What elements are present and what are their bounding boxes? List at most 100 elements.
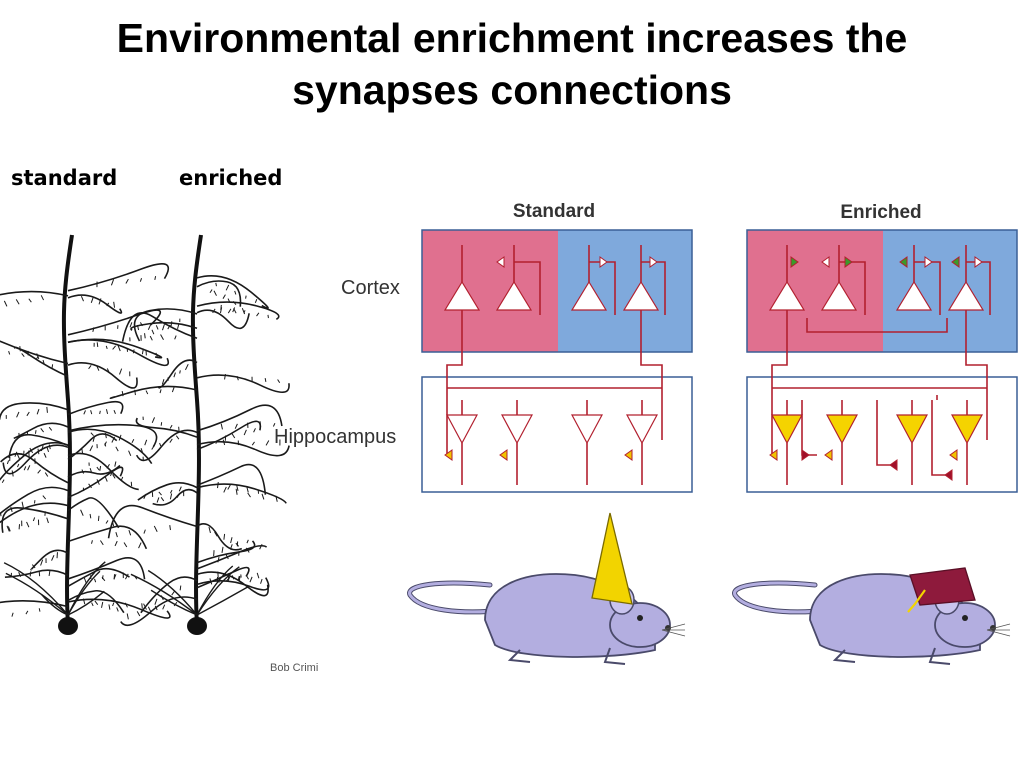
dendritic-spine (169, 489, 173, 494)
hippocampal-cell (770, 414, 804, 445)
dendrite-branch (67, 339, 170, 367)
dendritic-spine (96, 342, 99, 348)
dendritic-spine (143, 493, 147, 500)
enriched-heading: Enriched (840, 202, 921, 223)
dendritic-spine (89, 513, 92, 519)
dendritic-spine (104, 476, 108, 482)
dendritic-spine (119, 368, 123, 375)
dendrite-branch (67, 466, 124, 499)
dendrite-branch (196, 463, 267, 495)
dendrite-branch (67, 598, 171, 619)
dendrite-branch (0, 340, 69, 365)
dendritic-spine (233, 308, 237, 314)
slide-title-line-1: Environmental enrichment increases the (116, 15, 908, 61)
dendrite-branch (67, 423, 158, 448)
mouse-tail-fill (408, 581, 507, 614)
dendritic-spine (234, 423, 238, 429)
dendrite-branch (67, 464, 121, 478)
dendritic-spine (177, 323, 180, 330)
basal-dendrite (196, 585, 250, 616)
dendrite-branch (196, 274, 269, 309)
mouse-whisker (986, 629, 1011, 637)
mouse-leg (507, 649, 531, 663)
dendritic-spine (8, 350, 11, 355)
standard-mouse-illustration (407, 512, 686, 665)
dendritic-spine (173, 372, 176, 378)
dendritic-spine (116, 607, 119, 612)
cortical-synapse-new (951, 256, 960, 268)
slide-title: Environmental enrichment increases the s… (0, 12, 1024, 116)
dendritic-spine (124, 602, 128, 608)
dendritic-spine (115, 446, 119, 452)
dendritic-spine (28, 298, 32, 303)
dendrite-branch (196, 280, 242, 307)
basal-dendrite (150, 589, 198, 616)
dendritic-spine (123, 542, 128, 548)
dendritic-spine (7, 526, 11, 532)
dendritic-spine (247, 492, 251, 498)
dendritic-spine (112, 474, 116, 479)
dendrite-branch (67, 400, 124, 416)
dendritic-spine (155, 352, 158, 357)
dendritic-spine (114, 461, 117, 467)
dendrite-branch (4, 569, 69, 578)
mouse-leg (603, 647, 626, 665)
dendrite-branch (121, 311, 198, 342)
dendrite-branch (133, 308, 198, 342)
dendritic-spine (179, 585, 182, 591)
dendritic-spine (113, 574, 117, 580)
neuron-soma (58, 617, 78, 635)
pyramidal-cell (820, 280, 858, 311)
dendritic-spine (88, 483, 92, 489)
standard-neuron-label: standard (11, 166, 118, 190)
dendritic-spine (36, 353, 40, 360)
graduation-cap-tassel (907, 589, 926, 613)
dendrite-branch (67, 452, 139, 491)
hippocampus-label: Hippocampus (274, 426, 396, 448)
dendrite-branch (67, 362, 138, 389)
dendritic-spine (101, 575, 104, 580)
dendrite-branch (196, 309, 250, 330)
dendritic-spine (230, 537, 233, 544)
dendritic-spine (44, 472, 49, 477)
hippocampal-synapse (624, 449, 633, 461)
dendritic-spine (215, 282, 217, 287)
standard-neuron-drawing (0, 234, 171, 635)
dendritic-spine (223, 486, 227, 493)
hippocampal-synapse-new (944, 469, 953, 481)
dendrite-branch (67, 497, 120, 529)
dendritic-spine (222, 294, 226, 299)
dendritic-spine (227, 308, 232, 314)
dendritic-spine (162, 604, 166, 610)
dendritic-spine (105, 345, 108, 350)
dendritic-spine (46, 517, 49, 524)
dendritic-spine (136, 611, 141, 617)
dendritic-spine (46, 447, 50, 453)
dendritic-spine (160, 497, 165, 502)
dendritic-spine (81, 448, 84, 454)
dendritic-spine (99, 410, 101, 415)
dendrite-branch (196, 571, 269, 597)
dendritic-spine (159, 389, 162, 394)
dendritic-spine (174, 335, 177, 340)
dendritic-spine (106, 463, 110, 469)
dendrite-branch (140, 576, 198, 614)
dendritic-spine (249, 576, 253, 583)
dendritic-spine (235, 488, 238, 495)
dendritic-spine (27, 465, 31, 471)
dendrite-branch (109, 385, 198, 400)
dendritic-spine (99, 465, 102, 471)
dendritic-spine (179, 370, 181, 374)
enriched-circuit-wiring (768, 245, 991, 485)
dendritic-spine (101, 601, 104, 608)
dendritic-spine (232, 300, 237, 305)
basal-dendrite (130, 573, 198, 616)
dendritic-spine (96, 365, 100, 371)
dendrite-trunk (190, 234, 203, 626)
dendritic-spine (21, 353, 25, 358)
dendritic-spine (118, 434, 122, 441)
dendritic-spine (234, 290, 237, 295)
axon-wire (771, 310, 788, 395)
dendritic-spine (42, 359, 45, 364)
basal-dendrite (67, 590, 105, 616)
